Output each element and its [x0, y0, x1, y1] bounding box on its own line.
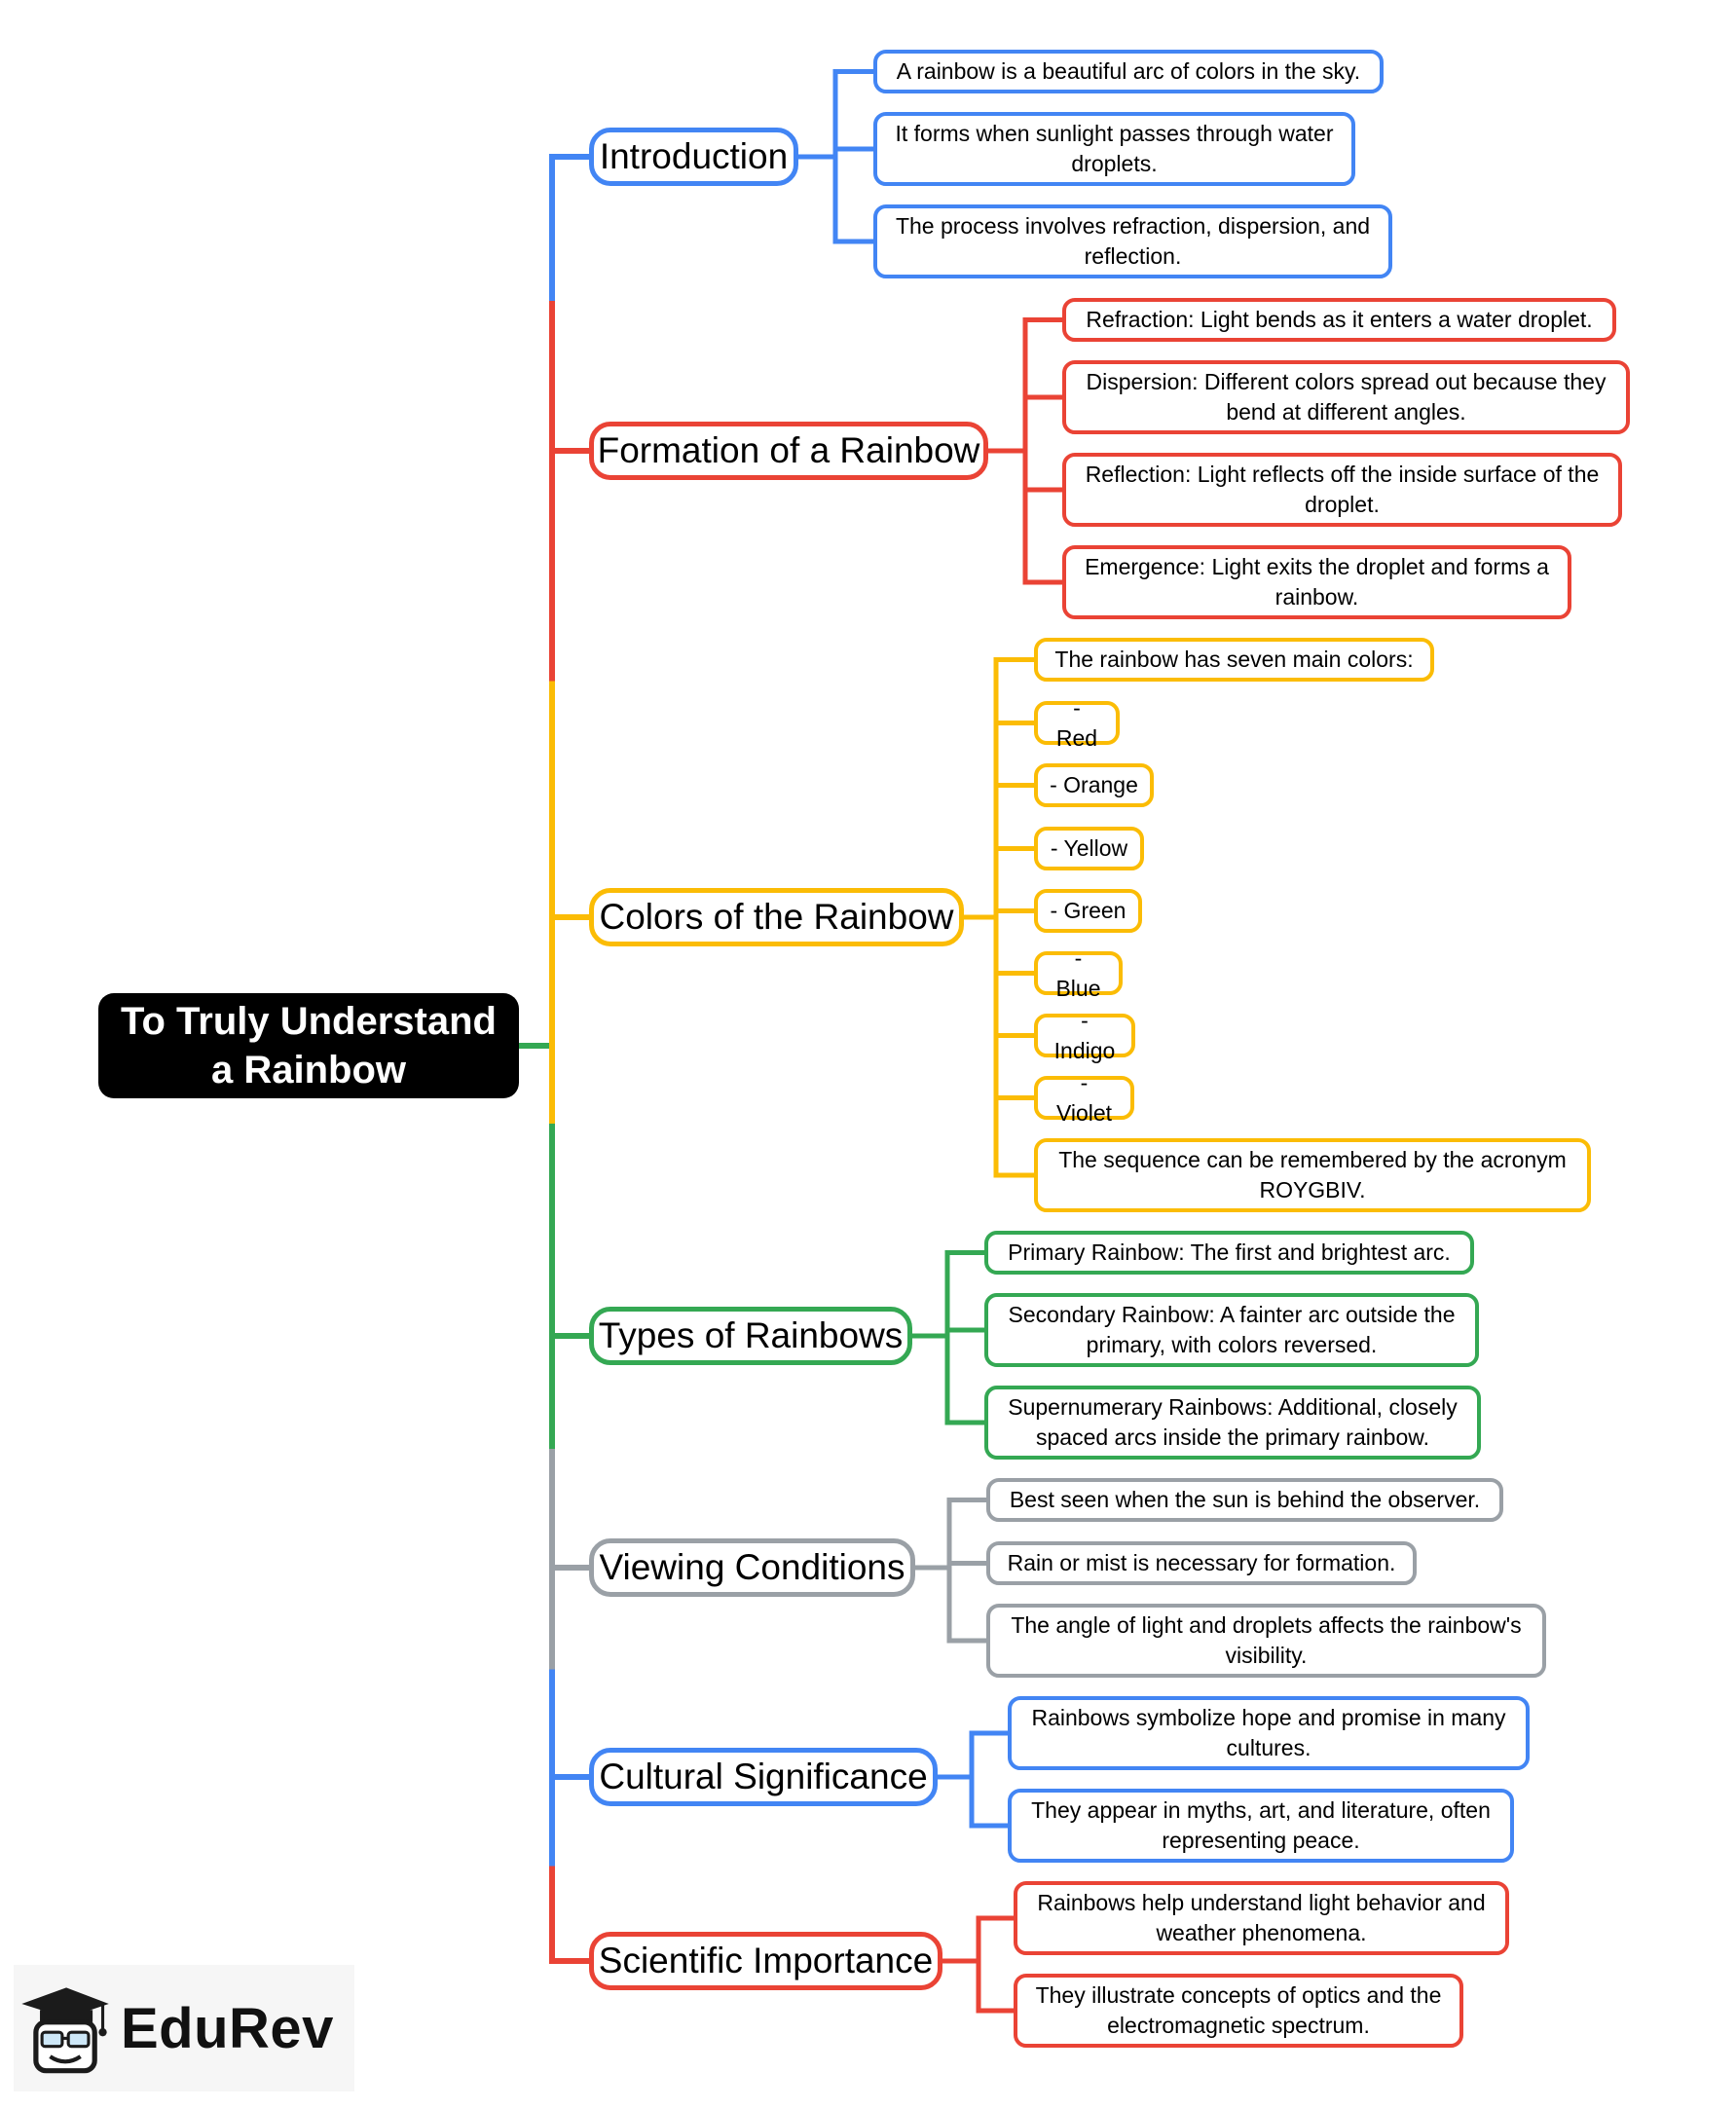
branch-node: Colors of the Rainbow — [589, 888, 964, 946]
branch-label: Formation of a Rainbow — [597, 430, 980, 470]
branch-label: Types of Rainbows — [598, 1315, 904, 1355]
leaf-text: Secondary Rainbow: A fainter arc outside… — [1008, 1302, 1456, 1357]
leaf-text: They appear in myths, art, and literatur… — [1031, 1797, 1491, 1853]
leaf-text: - Yellow — [1050, 835, 1128, 861]
leaf-text: Primary Rainbow: The first and brightest… — [1008, 1240, 1451, 1265]
leaf-node: - Orange — [1034, 763, 1154, 807]
branch-node: Formation of a Rainbow — [589, 422, 988, 480]
branch-node: Cultural Significance — [589, 1748, 938, 1806]
branch-node: Types of Rainbows — [589, 1307, 912, 1365]
leaf-node: Secondary Rainbow: A fainter arc outside… — [984, 1293, 1479, 1367]
leaf-node: The sequence can be remembered by the ac… — [1034, 1138, 1591, 1212]
leaf-text: Dispersion: Different colors spread out … — [1086, 369, 1607, 425]
leaf-text: - Red — [1055, 694, 1098, 751]
leaf-node: - Blue — [1034, 945, 1123, 1001]
branch-label: Scientific Importance — [598, 1941, 934, 1980]
leaf-node: Best seen when the sun is behind the obs… — [986, 1478, 1503, 1522]
leaf-text: - Green — [1050, 898, 1127, 923]
leaf-text: Rainbows symbolize hope and promise in m… — [1031, 1705, 1506, 1760]
branch-node: Scientific Importance — [589, 1932, 942, 1990]
leaf-node: Refraction: Light bends as it enters a w… — [1062, 298, 1616, 342]
leaf-text: - Indigo — [1053, 1007, 1116, 1063]
leaf-node: Rain or mist is necessary for formation. — [986, 1541, 1417, 1585]
leaf-text: Emergence: Light exits the droplet and f… — [1085, 554, 1549, 610]
leaf-node: The rainbow has seven main colors: — [1034, 638, 1434, 682]
leaf-text: The sequence can be remembered by the ac… — [1058, 1147, 1567, 1202]
leaf-node: A rainbow is a beautiful arc of colors i… — [873, 50, 1384, 93]
leaf-node: Supernumerary Rainbows: Additional, clos… — [984, 1386, 1481, 1460]
branch-node: Introduction — [589, 128, 798, 186]
leaf-node: - Indigo — [1034, 1008, 1135, 1063]
leaf-node: - Green — [1034, 889, 1142, 933]
leaf-node: Dispersion: Different colors spread out … — [1062, 360, 1630, 434]
leaf-text: - Violet — [1055, 1069, 1113, 1126]
branch-label: Colors of the Rainbow — [599, 897, 954, 937]
leaf-text: - Blue — [1055, 944, 1101, 1001]
leaf-node: Primary Rainbow: The first and brightest… — [984, 1231, 1474, 1275]
leaf-node: Rainbows help understand light behavior … — [1014, 1881, 1509, 1955]
branch-node: Viewing Conditions — [589, 1538, 915, 1597]
root-title: To Truly Understand a Rainbow — [121, 1000, 497, 1092]
leaf-node: - Yellow — [1034, 827, 1144, 870]
leaf-node: The process involves refraction, dispers… — [873, 204, 1392, 278]
leaf-text: The rainbow has seven main colors: — [1054, 647, 1414, 672]
leaf-text: - Orange — [1050, 772, 1138, 797]
leaf-node: It forms when sunlight passes through wa… — [873, 112, 1355, 186]
leaf-text: Supernumerary Rainbows: Additional, clos… — [1008, 1394, 1458, 1450]
leaf-node: - Red — [1034, 695, 1120, 751]
leaf-text: Rainbows help understand light behavior … — [1037, 1890, 1486, 1945]
leaf-text: It forms when sunlight passes through wa… — [895, 121, 1334, 176]
branch-label: Cultural Significance — [599, 1757, 928, 1796]
leaf-text: The angle of light and droplets affects … — [1011, 1612, 1522, 1668]
leaf-text: Reflection: Light reflects off the insid… — [1085, 462, 1600, 517]
leaf-node: The angle of light and droplets affects … — [986, 1604, 1546, 1678]
leaf-text: Refraction: Light bends as it enters a w… — [1086, 307, 1593, 332]
leaf-node: They illustrate concepts of optics and t… — [1014, 1974, 1463, 2048]
leaf-text: The process involves refraction, dispers… — [895, 213, 1371, 269]
leaf-node: Reflection: Light reflects off the insid… — [1062, 453, 1622, 527]
logo-wordmark: EduRev — [121, 1996, 334, 2060]
graduation-cap-mascot-icon — [21, 1987, 109, 2074]
branch-label: Viewing Conditions — [599, 1547, 905, 1587]
leaf-node: Rainbows symbolize hope and promise in m… — [1008, 1696, 1530, 1770]
leaf-node: Emergence: Light exits the droplet and f… — [1062, 545, 1571, 619]
edurev-logo: EduRev — [14, 1965, 354, 2091]
leaf-node: - Violet — [1034, 1070, 1134, 1126]
leaf-text: Rain or mist is necessary for formation. — [1007, 1550, 1396, 1575]
branch-label: Introduction — [599, 136, 789, 176]
root-node: To Truly Understand a Rainbow — [98, 993, 519, 1098]
leaf-node: They appear in myths, art, and literatur… — [1008, 1789, 1514, 1863]
leaf-text: A rainbow is a beautiful arc of colors i… — [896, 58, 1361, 84]
leaf-text: They illustrate concepts of optics and t… — [1035, 1982, 1442, 2038]
leaf-text: Best seen when the sun is behind the obs… — [1009, 1487, 1481, 1512]
